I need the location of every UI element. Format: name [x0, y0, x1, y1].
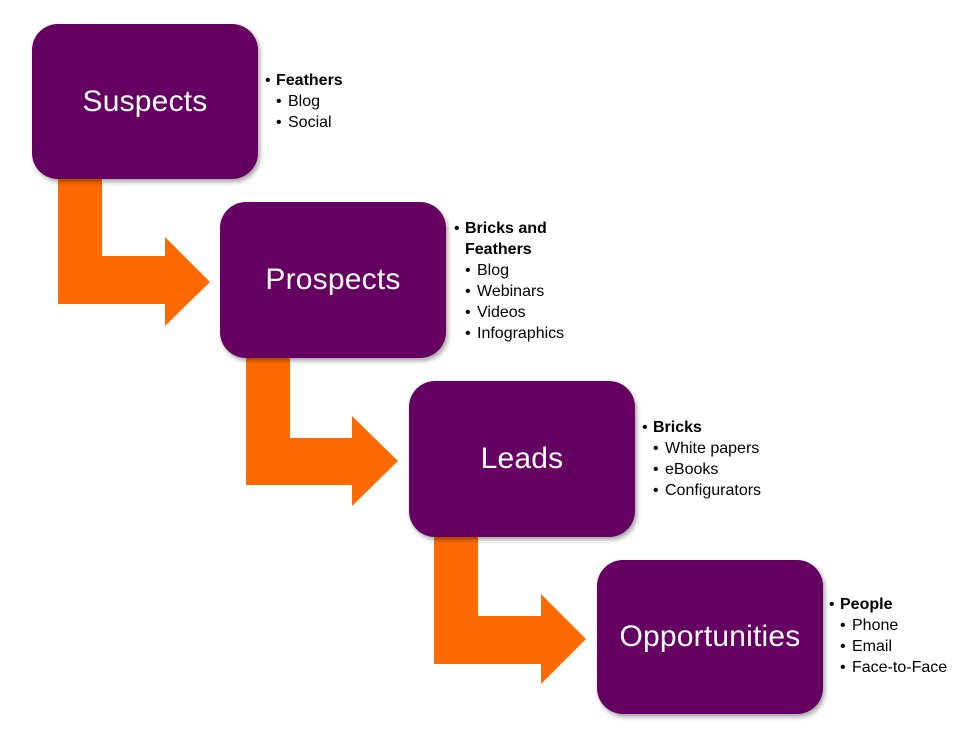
list-item: Webinars — [454, 281, 584, 302]
list-item: Configurators — [642, 480, 842, 501]
flow-arrow-suspects-to-prospects — [58, 170, 210, 326]
stage-title-prospects: Prospects — [265, 263, 401, 296]
list-item: Blog — [454, 260, 584, 281]
bullet-heading-leads: Bricks — [642, 417, 842, 438]
stage-box-prospects: Prospects — [220, 202, 446, 358]
stage-box-opportunities: Opportunities — [597, 560, 823, 714]
flow-arrow-prospects-to-leads — [246, 350, 398, 506]
stage-title-opportunities: Opportunities — [619, 620, 801, 653]
bullet-heading-opportunities: People — [829, 594, 979, 615]
flow-arrow-leads-to-opportunities — [434, 527, 586, 684]
list-item: Social — [265, 112, 465, 133]
stage-box-leads: Leads — [409, 381, 635, 537]
stage-title-suspects: Suspects — [82, 84, 208, 118]
list-item: Videos — [454, 302, 584, 323]
list-item: Face-to-Face — [829, 657, 979, 678]
bullet-heading-prospects: Bricks and Feathers — [454, 218, 584, 260]
stage-box-suspects: Suspects — [32, 24, 258, 179]
list-item: White papers — [642, 438, 842, 459]
stage-title-leads: Leads — [480, 442, 564, 475]
bullet-heading-suspects: Feathers — [265, 70, 465, 91]
list-item: Infographics — [454, 323, 584, 344]
list-item: eBooks — [642, 459, 842, 480]
bullet-list-leads: Bricks White papers eBooks Configurators — [642, 417, 842, 501]
list-item: Email — [829, 636, 979, 657]
bullet-list-suspects: Feathers Blog Social — [265, 70, 465, 133]
bullet-list-prospects: Bricks and Feathers Blog Webinars Videos… — [454, 218, 584, 344]
bullet-list-opportunities: People Phone Email Face-to-Face — [829, 594, 979, 678]
list-item: Blog — [265, 91, 465, 112]
list-item: Phone — [829, 615, 979, 636]
